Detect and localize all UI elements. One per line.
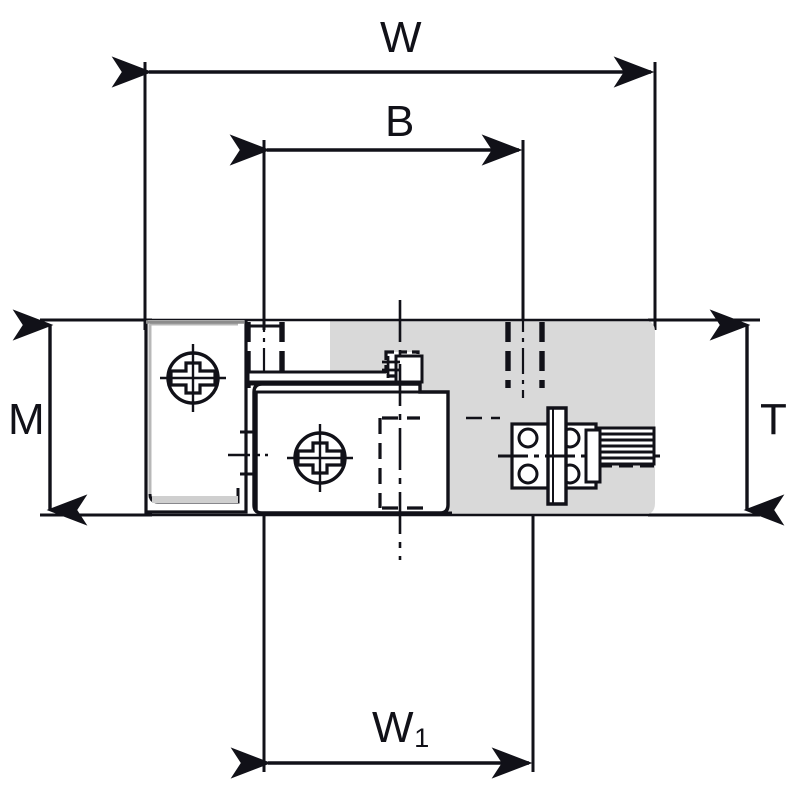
dimension-label-M: M — [8, 395, 45, 444]
dimension-label-W1: W1 — [372, 703, 430, 753]
hidden-internal-lines — [378, 416, 500, 510]
dimension-arrows — [12, 56, 785, 779]
slider-block-outline — [252, 382, 450, 515]
bolt-hole-right — [505, 306, 545, 398]
dimension-label-W1-subscript: 1 — [414, 721, 430, 753]
dimension-label-T: T — [760, 395, 787, 444]
ball-bearing-shaft-detail — [498, 406, 660, 506]
dimension-label-W: W — [380, 13, 422, 62]
dimension-label-W1-base: W — [372, 703, 414, 752]
left-mounting-plate — [144, 320, 248, 514]
phillips-screw-upper-left — [160, 344, 226, 412]
phillips-screw-lower-mid — [287, 424, 353, 492]
left-plate-outline — [144, 320, 248, 514]
top-fitting-detail — [382, 350, 424, 384]
dimension-label-B: B — [385, 97, 415, 146]
thread-detail — [594, 426, 656, 468]
